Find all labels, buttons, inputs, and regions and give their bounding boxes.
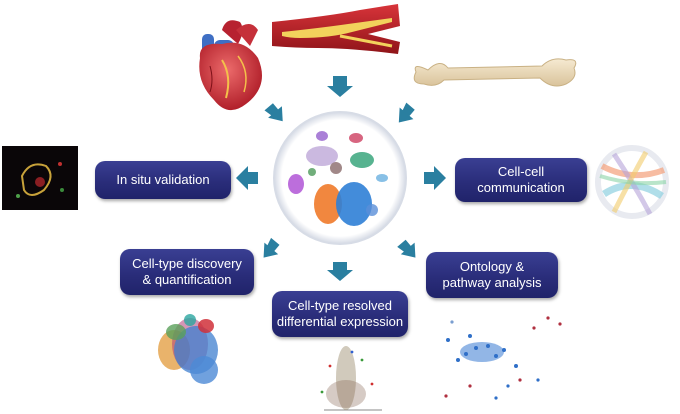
umap-center-circle — [273, 111, 407, 245]
cell-cell-communication-label: Cell-cell communication — [477, 164, 565, 195]
arrow-to-cell-cell — [424, 166, 446, 190]
differential-expression-box: Cell-type resolved differential expressi… — [272, 291, 408, 337]
arrows-out — [263, 237, 416, 281]
heart-illustration — [199, 20, 262, 111]
cell-type-discovery-label: Cell-type discovery & quantification — [132, 256, 242, 287]
chord-diagram — [595, 145, 669, 219]
in-situ-validation-label: In situ validation — [116, 172, 210, 187]
cell-cell-communication-box: Cell-cell communication — [455, 158, 587, 202]
artery-illustration — [272, 4, 400, 54]
bone-illustration — [413, 58, 577, 87]
tissue-micrograph — [2, 146, 78, 210]
cell-type-discovery-box: Cell-type discovery & quantification — [120, 249, 254, 295]
network-plot — [444, 316, 562, 400]
differential-expression-label: Cell-type resolved differential expressi… — [276, 298, 404, 329]
arrows-in — [264, 76, 415, 123]
in-situ-validation-box: In situ validation — [95, 161, 231, 199]
volcano-plot — [320, 346, 382, 411]
ontology-pathway-box: Ontology & pathway analysis — [426, 252, 558, 298]
umap-cluster-plot — [158, 314, 218, 384]
arrow-to-in-situ — [236, 166, 258, 190]
ontology-pathway-label: Ontology & pathway analysis — [442, 259, 542, 290]
